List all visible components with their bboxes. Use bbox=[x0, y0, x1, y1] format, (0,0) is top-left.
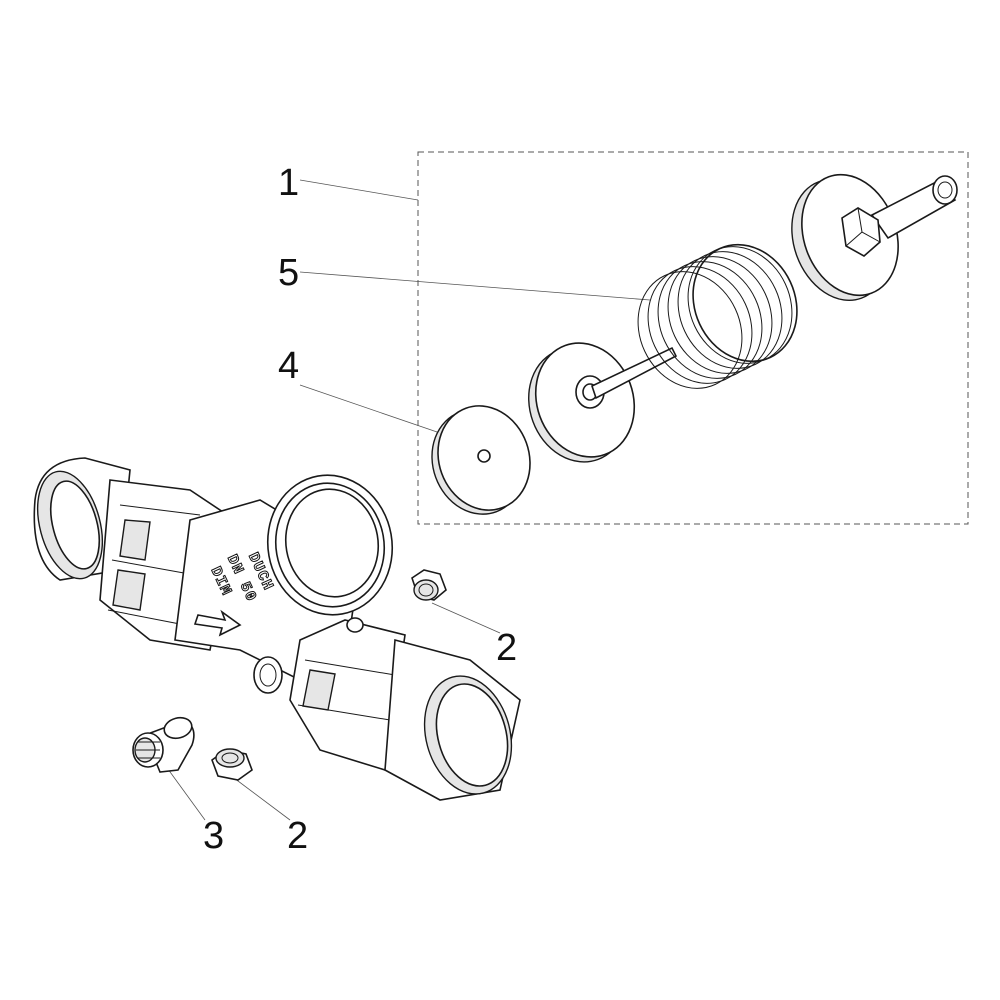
diaphragm-disc bbox=[528, 342, 678, 463]
leader-3 bbox=[164, 764, 206, 821]
callout-2-upper: 2 bbox=[496, 627, 517, 669]
leader-4 bbox=[299, 384, 441, 434]
callout-5: 5 bbox=[278, 252, 299, 294]
leader-5 bbox=[299, 271, 651, 301]
kit-boundary-box bbox=[417, 151, 969, 525]
callout-1: 1 bbox=[278, 162, 299, 204]
part-2-plug-lower bbox=[211, 748, 253, 781]
part-5-spring bbox=[637, 243, 798, 389]
leader-2b bbox=[229, 774, 291, 821]
part-4-disc bbox=[431, 405, 531, 515]
callout-3: 3 bbox=[203, 815, 224, 857]
leader-2a bbox=[431, 602, 501, 634]
callout-2-lower: 2 bbox=[287, 815, 308, 857]
callout-4: 4 bbox=[278, 345, 299, 387]
part-2-plug-upper bbox=[411, 569, 447, 601]
part-3-elbow-fitting bbox=[132, 716, 195, 773]
spring-cap-with-nut bbox=[791, 173, 958, 302]
valve-body bbox=[33, 457, 521, 801]
leader-lines bbox=[164, 179, 651, 821]
leader-1 bbox=[299, 179, 419, 201]
